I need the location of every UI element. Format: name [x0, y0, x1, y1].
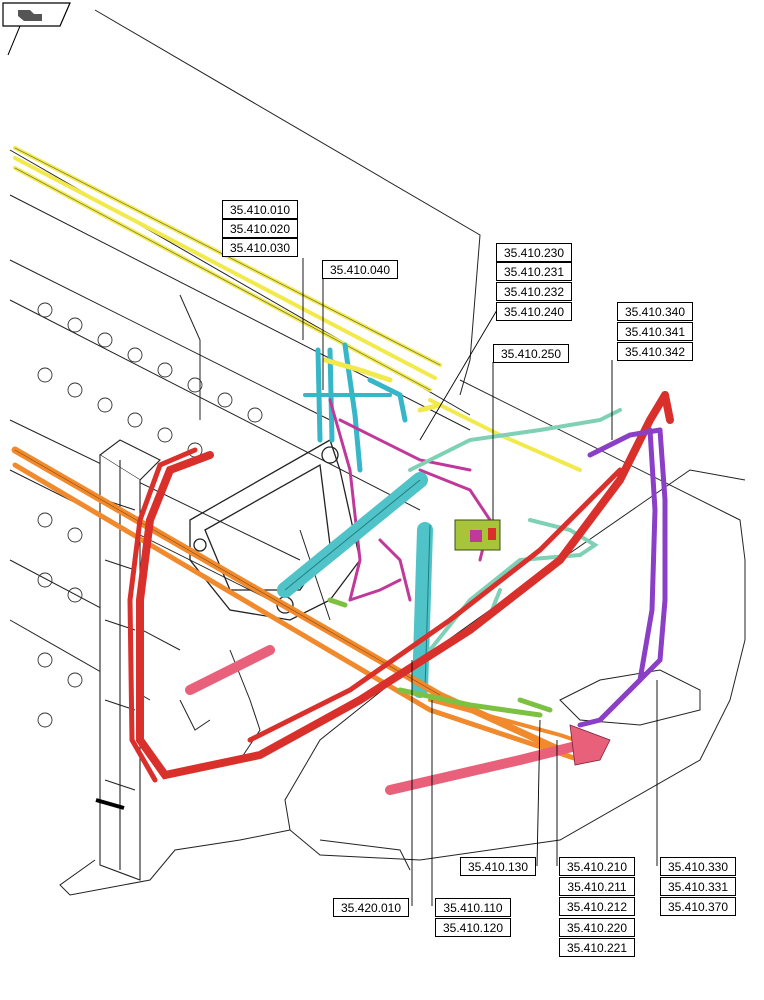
- red-lines: [127, 391, 674, 783]
- callout-35-410-030[interactable]: 35.410.030: [222, 238, 298, 257]
- leader-lines: [302, 258, 658, 906]
- callout-35-410-232[interactable]: 35.410.232: [496, 282, 572, 301]
- callout-35-410-341[interactable]: 35.410.341: [617, 322, 693, 341]
- callout-35-410-210[interactable]: 35.410.210: [559, 857, 635, 876]
- header-frame: [9, 9, 746, 896]
- pink-cylinders: [185, 645, 611, 795]
- callout-35-410-110[interactable]: 35.410.110: [435, 898, 511, 917]
- callout-35-410-212[interactable]: 35.410.212: [559, 897, 635, 916]
- engine-view-icon: [2, 2, 71, 56]
- callout-35-410-230[interactable]: 35.410.230: [496, 243, 572, 262]
- callout-35-410-330[interactable]: 35.410.330: [660, 857, 736, 876]
- cyan-lines: [303, 342, 408, 473]
- callout-35-410-370[interactable]: 35.410.370: [660, 897, 736, 916]
- reel-tines: [37, 302, 263, 728]
- callout-35-410-020[interactable]: 35.410.020: [222, 219, 298, 238]
- callout-35-410-040[interactable]: 35.410.040: [322, 260, 398, 279]
- callout-35-410-130[interactable]: 35.410.130: [460, 857, 536, 876]
- callout-35-410-331[interactable]: 35.410.331: [660, 877, 736, 896]
- callout-35-410-240[interactable]: 35.410.240: [496, 302, 572, 321]
- orange-lines: [11, 446, 592, 763]
- valve-block: [454, 519, 501, 551]
- purple-lines: [577, 427, 668, 728]
- mint-lines: [408, 408, 622, 652]
- callout-35-410-221[interactable]: 35.410.221: [559, 938, 635, 957]
- green-lines: [327, 597, 553, 718]
- callout-35-410-250[interactable]: 35.410.250: [493, 344, 569, 363]
- callout-35-410-340[interactable]: 35.410.340: [617, 302, 693, 321]
- callout-35-410-342[interactable]: 35.410.342: [617, 342, 693, 361]
- callout-35-420-010[interactable]: 35.420.010: [333, 898, 409, 917]
- callout-35-410-010[interactable]: 35.410.010: [222, 200, 298, 219]
- callout-35-410-211[interactable]: 35.410.211: [559, 877, 635, 896]
- teal-cylinder: [277, 472, 433, 698]
- side-frame-plate: [189, 439, 361, 621]
- callout-35-410-231[interactable]: 35.410.231: [496, 262, 572, 281]
- callout-35-410-120[interactable]: 35.410.120: [435, 918, 511, 937]
- callout-35-410-220[interactable]: 35.410.220: [559, 918, 635, 937]
